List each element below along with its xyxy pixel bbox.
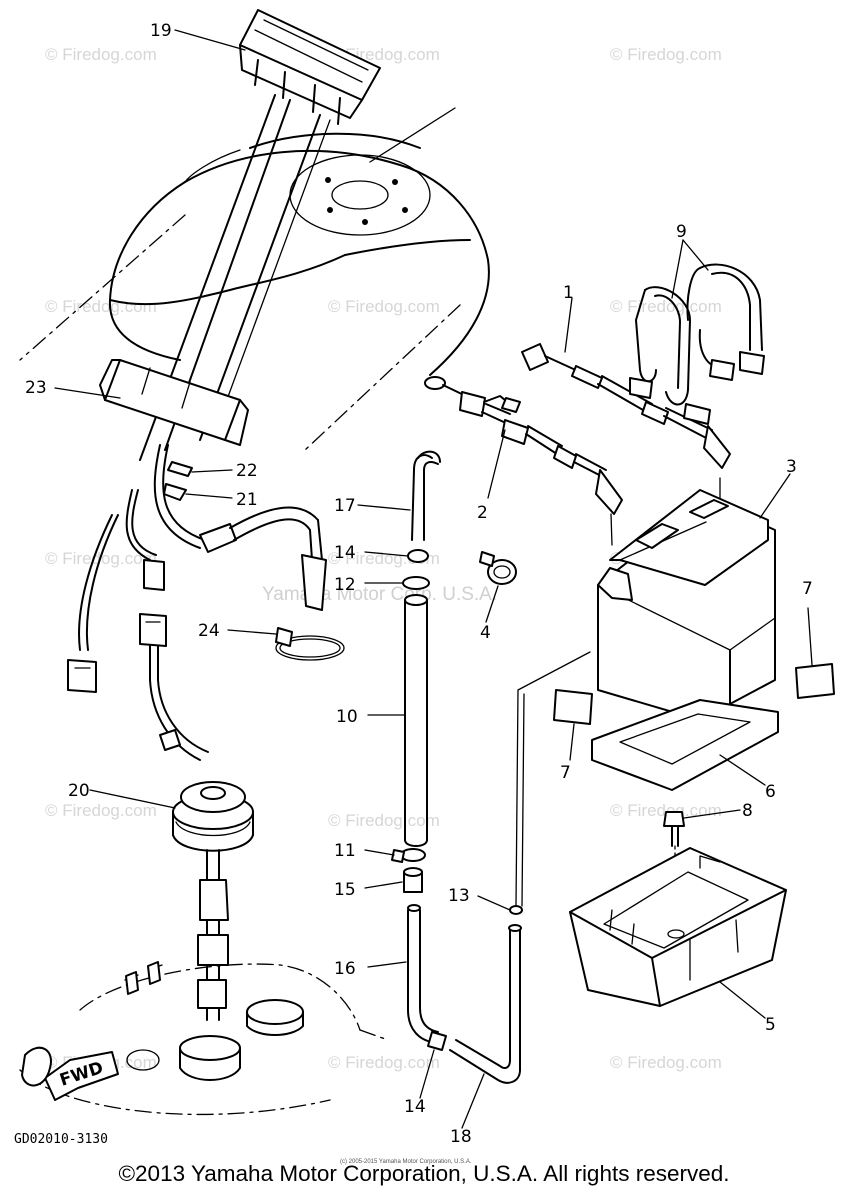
callout-22: 22 bbox=[236, 461, 258, 481]
battery bbox=[553, 489, 835, 791]
watermark: © Firedog.com bbox=[328, 1053, 440, 1072]
watermark: © Firedog.com bbox=[610, 1053, 722, 1072]
callout-15: 15 bbox=[334, 880, 356, 900]
callout-7-left: 7 bbox=[560, 763, 571, 783]
watermark: © Firedog.com bbox=[610, 297, 722, 316]
callout-17: 17 bbox=[334, 496, 356, 516]
callout-14-top: 14 bbox=[334, 543, 356, 563]
wiring-harness bbox=[67, 444, 327, 761]
watermark: © Firedog.com bbox=[45, 45, 157, 64]
watermark: © Firedog.com bbox=[45, 801, 157, 820]
base-plate: FWD bbox=[19, 961, 389, 1116]
leader-lines bbox=[54, 29, 813, 1129]
callout-3: 3 bbox=[786, 457, 797, 477]
watermark: © Firedog.com bbox=[610, 801, 722, 820]
callout-1: 1 bbox=[563, 283, 574, 303]
hose-band bbox=[275, 627, 345, 661]
fine-print: (c) 2005-2015 Yamaha Motor Corporation, … bbox=[340, 1159, 472, 1165]
callout-21: 21 bbox=[236, 490, 258, 510]
battery-straps bbox=[629, 263, 765, 425]
callout-16: 16 bbox=[334, 959, 356, 979]
callout-18: 18 bbox=[450, 1127, 472, 1147]
watermark: © Firedog.com bbox=[328, 297, 440, 316]
callout-23: 23 bbox=[25, 378, 47, 398]
callout-9: 9 bbox=[676, 222, 687, 242]
hose-clamp-4 bbox=[479, 551, 517, 585]
callout-11: 11 bbox=[334, 841, 356, 861]
callout-6: 6 bbox=[765, 782, 776, 802]
callout-14-bottom: 14 bbox=[404, 1097, 426, 1117]
part-code: GD02010-3130 bbox=[14, 1132, 108, 1147]
watermark: © Firedog.com bbox=[45, 297, 157, 316]
callout-20: 20 bbox=[68, 781, 90, 801]
callout-13: 13 bbox=[448, 886, 470, 906]
callout-19: 19 bbox=[150, 21, 172, 41]
callout-5: 5 bbox=[765, 1015, 776, 1035]
callout-10: 10 bbox=[336, 707, 358, 727]
callout-12: 12 bbox=[334, 575, 356, 595]
callout-4: 4 bbox=[480, 623, 491, 643]
callout-24: 24 bbox=[198, 621, 220, 641]
callout-2: 2 bbox=[477, 503, 488, 523]
battery-leads bbox=[424, 297, 731, 546]
callout-8: 8 bbox=[742, 801, 753, 821]
battery-box bbox=[569, 847, 787, 1007]
fuel-tank bbox=[19, 107, 490, 451]
grommet-assembly bbox=[172, 781, 254, 1021]
watermark: © Firedog.com bbox=[610, 45, 722, 64]
watermark-corp: Yamaha Motor Corp. U.S.A. bbox=[262, 584, 497, 605]
fuel-hoses bbox=[391, 450, 591, 1084]
callout-labels: 19 9 1 23 22 21 17 2 3 14 12 4 7 24 10 7… bbox=[25, 21, 813, 1147]
fuel-sender-unit bbox=[99, 9, 381, 501]
copyright-notice: ©2013 Yamaha Motor Corporation, U.S.A. A… bbox=[118, 1161, 730, 1186]
callout-7-right: 7 bbox=[802, 579, 813, 599]
watermark: © Firedog.com bbox=[328, 811, 440, 830]
